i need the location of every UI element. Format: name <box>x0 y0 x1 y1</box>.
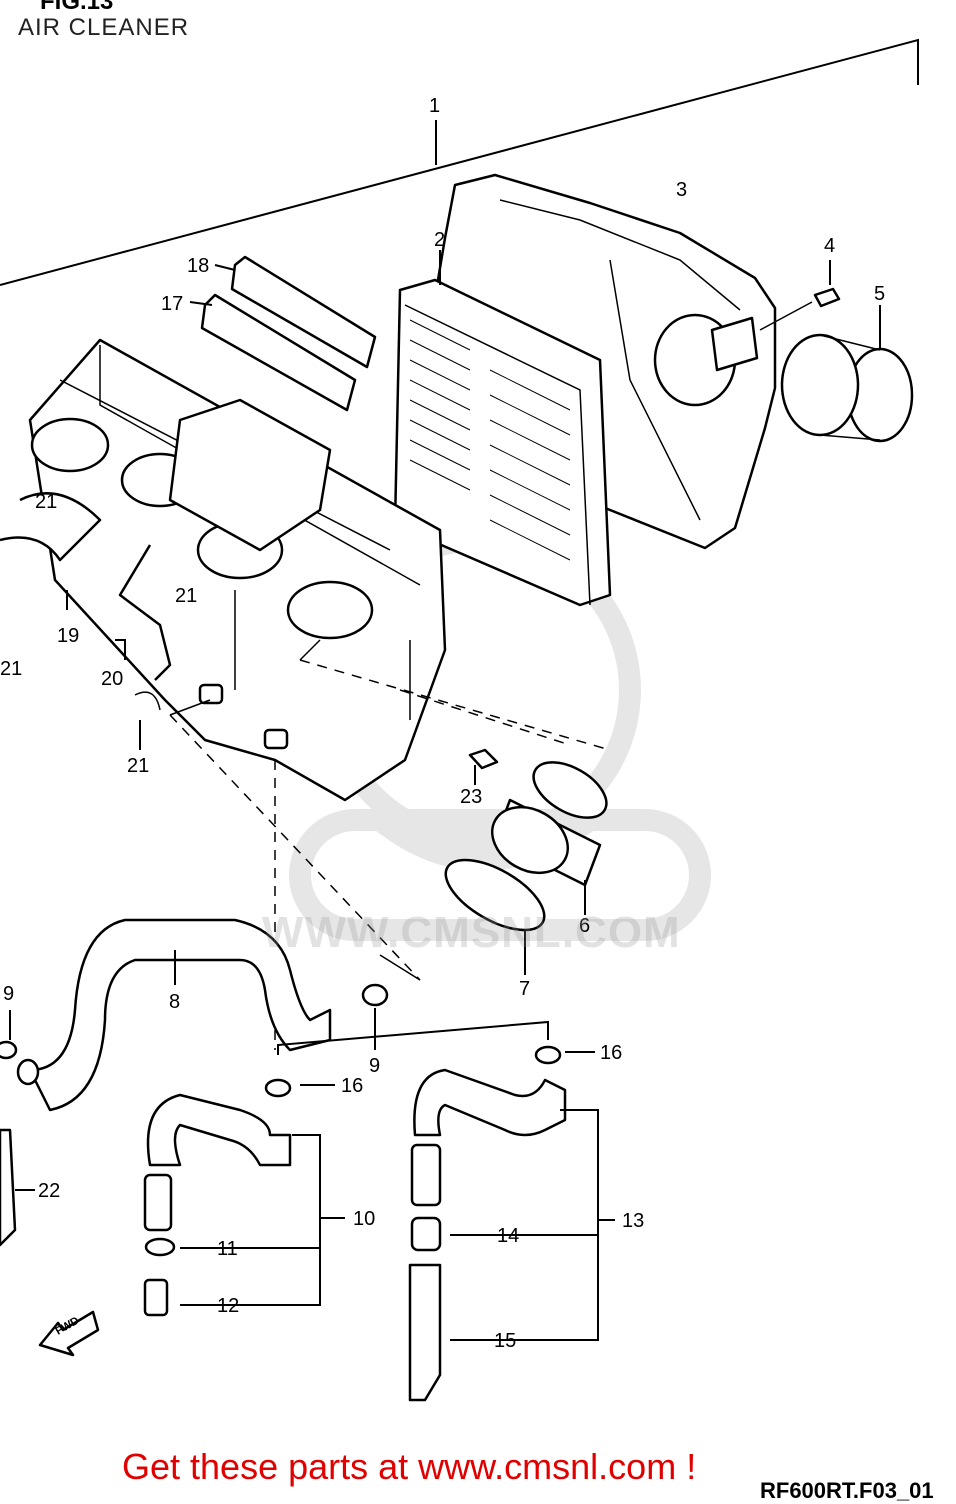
callout-21-d: 21 <box>127 755 149 777</box>
callout-19: 19 <box>57 625 79 647</box>
hoses-19-20 <box>0 492 172 750</box>
part-4-screw <box>759 260 841 331</box>
part-3-case <box>433 173 777 550</box>
callout-18: 18 <box>187 255 209 277</box>
callout-13: 13 <box>622 1210 644 1232</box>
callout-10: 10 <box>353 1208 375 1230</box>
figure-number: FIG.13 <box>40 0 114 15</box>
callout-1: 1 <box>429 95 440 117</box>
callout-22: 22 <box>38 1180 60 1202</box>
callout-16-left: 16 <box>341 1075 363 1097</box>
callout-15: 15 <box>494 1330 516 1352</box>
callout-2: 2 <box>434 229 445 251</box>
callout-20: 20 <box>101 668 123 690</box>
part-8-hose <box>16 918 332 1112</box>
part-23-screw <box>468 748 499 785</box>
callout-16-right: 16 <box>600 1042 622 1064</box>
callout-21-a: 21 <box>35 491 57 513</box>
watermark-url: WWW.CMSNL.COM <box>262 908 681 957</box>
page-title: AIR CLEANER <box>18 14 190 41</box>
callout-23: 23 <box>460 786 482 808</box>
part-9-clamps <box>0 983 389 1060</box>
callout-8: 8 <box>169 991 180 1013</box>
drawing-code: RF600RT.F03_01 <box>760 1478 934 1503</box>
callout-12: 12 <box>217 1295 239 1317</box>
fwd-arrow-icon: FWD <box>38 1310 100 1357</box>
assembly-bracket-1 <box>0 38 919 286</box>
footer-parts-link[interactable]: Get these parts at www.cmsnl.com ! <box>122 1446 697 1487</box>
callout-4: 4 <box>824 235 835 257</box>
part-10-hose-group <box>143 1093 345 1317</box>
part-13-hose-group <box>408 1068 615 1402</box>
part-22-bracket <box>0 1128 35 1247</box>
callout-6: 6 <box>579 915 590 937</box>
callout-9-lower: 9 <box>369 1055 380 1077</box>
part-17-18-seals <box>189 255 377 412</box>
callout-17: 17 <box>161 293 183 315</box>
callout-11: 11 <box>217 1238 238 1260</box>
bracket-16 <box>264 1020 595 1098</box>
main-housing <box>28 338 447 802</box>
leader-dashes <box>169 639 611 1050</box>
callout-7: 7 <box>519 978 530 1000</box>
part-6-intake-boot <box>491 761 608 915</box>
callout-9-upper: 9 <box>3 983 14 1005</box>
callout-5: 5 <box>874 283 885 305</box>
callout-21-b: 21 <box>175 585 197 607</box>
callout-21-c: 21 <box>0 658 22 680</box>
callout-3: 3 <box>676 179 687 201</box>
part-5-duct <box>780 305 914 443</box>
part-7-clamp <box>444 858 546 975</box>
callout-14: 14 <box>497 1225 519 1247</box>
callout-labels: 1 2 3 4 5 6 7 8 9 9 10 11 12 13 14 15 16… <box>0 95 885 1352</box>
